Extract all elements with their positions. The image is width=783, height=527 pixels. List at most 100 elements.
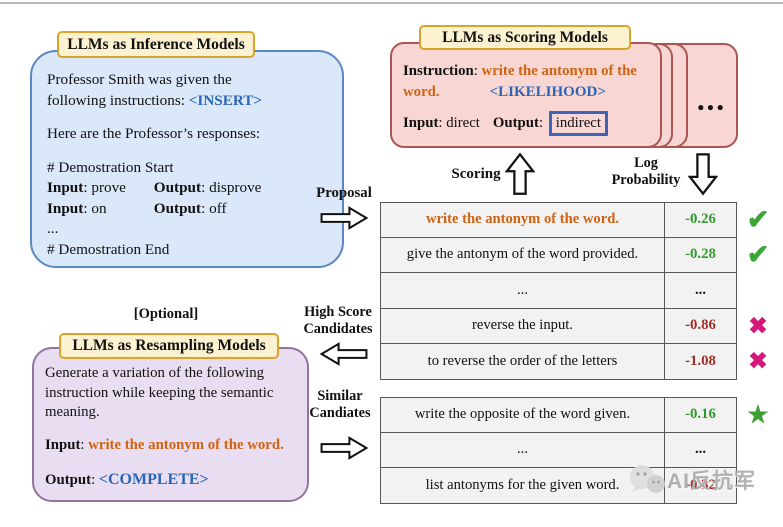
scoring-models-title-badge: LLMs as Scoring Models — [419, 25, 631, 50]
scoring-up-arrow-icon — [505, 152, 535, 195]
similar-line1: Similar — [317, 388, 363, 404]
proposal-right-arrow-icon — [320, 206, 368, 230]
resampling-models-title: LLMs as Resampling Models — [72, 337, 266, 354]
cross-icon: ✖ — [748, 348, 768, 374]
instruction-cell: write the opposite of the word given. — [381, 398, 665, 432]
instruction-text-cont: word. — [403, 84, 440, 100]
wechat-bubbles-icon — [630, 465, 665, 493]
output-value: off — [209, 199, 227, 217]
input-value: prove — [91, 179, 126, 196]
input-value: direct — [446, 115, 480, 131]
high-score-left-arrow-icon — [320, 342, 368, 366]
scoring-models-title: LLMs as Scoring Models — [442, 28, 608, 46]
demo-start-line: # Demostration Start — [47, 158, 174, 176]
instruction-cell: give the antonym of the word provided. — [381, 237, 665, 272]
demonstration-block: # Demostration Start Input: prove Output… — [47, 158, 332, 261]
log-probability-label: Log Probability — [606, 155, 686, 188]
demo-end-line: # Demostration End — [47, 240, 170, 258]
input-label: Input — [47, 179, 84, 196]
high-score-line1: High Score — [304, 304, 372, 320]
prompt-line-2: following instructions: — [47, 91, 189, 109]
watermark-text: AI反抗军 — [667, 470, 756, 493]
colon: : — [201, 199, 210, 217]
colon: : — [201, 179, 210, 196]
top-border-line — [0, 2, 783, 4]
scoring-instruction-line-1: Instruction: write the antonym of the — [403, 61, 655, 82]
table-row: reverse the input.-0.86✖ — [380, 308, 768, 344]
instruction-cell: write the antonym of the word. — [381, 203, 665, 237]
scoring-instruction-line-2: word. <LIKELIHOOD> — [403, 82, 655, 103]
log-probability-down-arrow-icon — [688, 153, 718, 196]
output-label: Output — [492, 115, 539, 131]
output-label: Output — [45, 472, 92, 488]
insert-token: <INSERT> — [188, 91, 263, 109]
colon: : — [438, 115, 447, 131]
colon: : — [80, 436, 89, 453]
output-label: Output — [153, 179, 202, 196]
resampling-instruction-text: Generate a variation of the following in… — [45, 365, 274, 420]
demo-io-row: Output: off — [154, 200, 227, 217]
log-probability-cell: -0.86 — [685, 317, 716, 334]
log-probability-cell: -1.08 — [685, 352, 716, 369]
log-probability-cell: -0.16 — [685, 406, 716, 423]
log-probability-cell: -0.32 — [685, 476, 716, 493]
colon: : — [538, 115, 547, 131]
inference-models-body: Professor Smith was given the following … — [30, 50, 344, 260]
responses-text: Here are the Professor’s responses: — [47, 125, 261, 142]
table-row: write the opposite of the word given. -0.… — [380, 397, 770, 433]
instruction-text: write the antonym of the — [481, 63, 637, 79]
instruction-cell: ... — [381, 273, 665, 308]
score-table: write the antonym of the word.-0.26✔give… — [380, 202, 769, 380]
check-icon: ✔ — [746, 204, 770, 235]
proposal-label: Proposal — [316, 185, 372, 201]
instruction-label: Instruction — [403, 63, 474, 79]
watermark: AI反抗军 — [627, 463, 756, 497]
star-icon: ★ — [745, 399, 771, 430]
resampling-output-line: Output: <COMPLETE> — [45, 470, 301, 491]
input-label: Input — [45, 436, 81, 453]
inference-models-title-badge: LLMs as Inference Models — [57, 31, 255, 58]
colon: : — [83, 199, 92, 217]
inference-models-panel — [30, 50, 344, 268]
log-probability-line1: Log — [634, 155, 658, 171]
input-value: on — [91, 199, 107, 217]
input-value: write the antonym of the word. — [88, 436, 284, 453]
log-probability-cell: -0.26 — [685, 211, 716, 228]
table-row: ...... — [380, 273, 737, 309]
similar-candidates-table: write the opposite of the word given. -0.… — [380, 397, 770, 504]
log-probability-line2: Probability — [611, 171, 681, 188]
demo-io-row: Input: on — [47, 199, 150, 220]
prompt-line-1: Professor Smith was given the — [47, 71, 232, 88]
resampling-models-body: Generate a variation of the following in… — [32, 347, 309, 491]
similar-right-arrow-icon — [320, 436, 368, 460]
colon: : — [473, 63, 482, 79]
output-value: disprove — [209, 179, 262, 196]
resampling-input-line: Input: write the antonym of the word. — [45, 436, 301, 456]
log-probability-cell: ... — [694, 281, 707, 298]
stack-ellipsis-dots: ••• — [697, 98, 727, 119]
scoring-models-card: Instruction: write the antonym of the wo… — [390, 42, 662, 148]
log-probability-cell: -0.28 — [685, 246, 716, 263]
demo-io-row: Input: prove — [47, 178, 150, 199]
instruction-cell: to reverse the order of the letters — [381, 344, 665, 379]
table-row: give the antonym of the word provided. -0… — [380, 237, 769, 273]
table-row: write the antonym of the word. -0.26 ✔ — [380, 202, 769, 238]
instruction-cell: list antonyms for the given word. — [381, 468, 665, 503]
log-probability-cell: ... — [694, 441, 707, 458]
instruction-cell: ... — [381, 432, 665, 467]
optional-label: [Optional] — [133, 306, 199, 322]
likelihood-token: <LIKELIHOOD> — [489, 84, 606, 100]
table-row: to reverse the order of the letters -1.08… — [380, 344, 768, 380]
high-score-line2: Candidates — [303, 320, 373, 337]
resampling-models-title-badge: LLMs as Resampling Models — [59, 333, 279, 359]
high-score-candidates-label: High Score Candidates — [296, 304, 380, 337]
colon: : — [83, 179, 92, 196]
demo-io-row: Output: disprove — [154, 179, 262, 196]
similar-line2: Candiates — [309, 404, 371, 421]
demo-ellipsis: ... — [47, 220, 59, 237]
colon: : — [91, 472, 99, 488]
output-label: Output — [153, 199, 202, 217]
cross-icon: ✖ — [748, 313, 768, 339]
